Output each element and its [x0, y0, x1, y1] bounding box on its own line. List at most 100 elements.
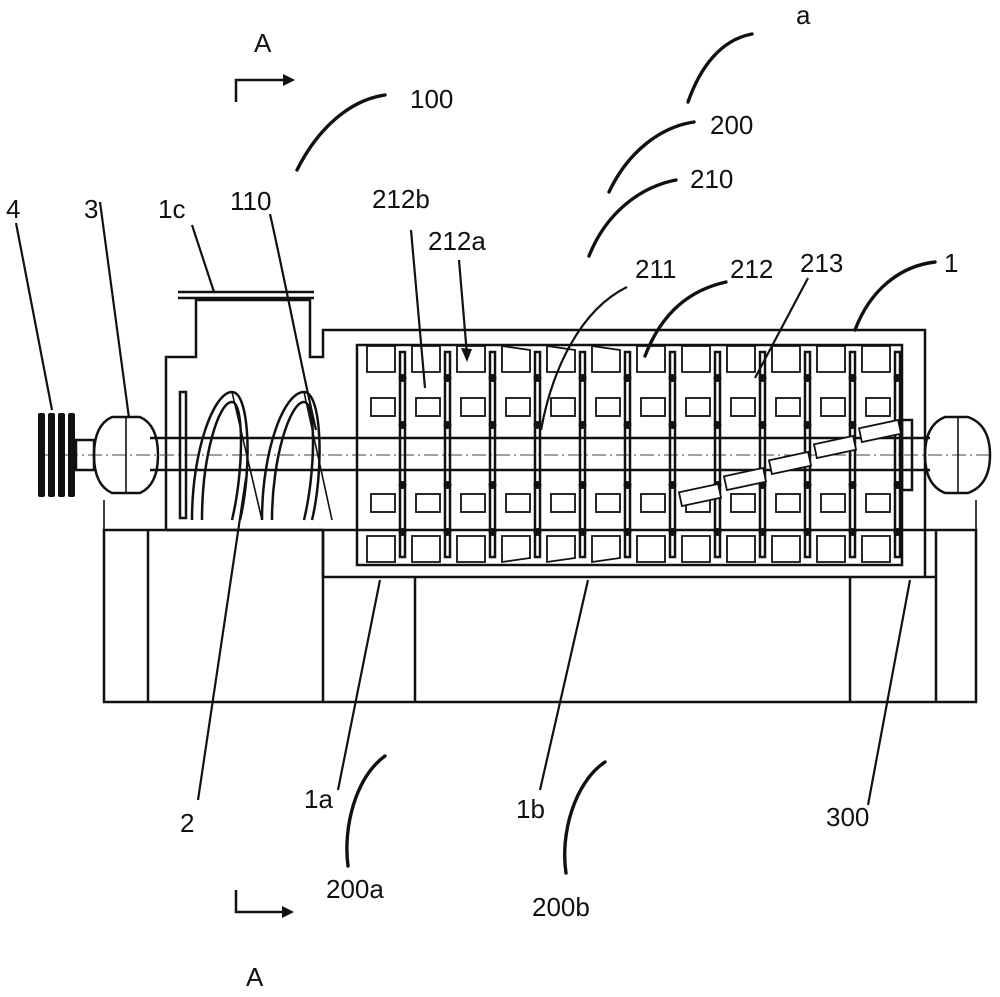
paddle-lower	[457, 536, 485, 562]
bolt	[804, 421, 812, 429]
bolt	[804, 528, 812, 536]
paddle-upper-inner	[731, 398, 755, 416]
paddle-lower	[772, 536, 800, 562]
paddle-upper	[412, 346, 440, 372]
screw-feeder	[180, 392, 332, 520]
disc-plate	[490, 352, 495, 557]
bolt	[714, 528, 722, 536]
section-marker-bottom	[236, 890, 294, 918]
bolt	[624, 528, 632, 536]
paddle-upper	[862, 346, 890, 372]
paddle-upper-inner	[866, 398, 890, 416]
paddle-upper-inner	[776, 398, 800, 416]
label-2: 2	[180, 808, 194, 838]
paddle-upper-inner	[461, 398, 485, 416]
paddle-upper-inner	[821, 398, 845, 416]
label-1: 1	[944, 248, 958, 278]
bolt	[714, 374, 722, 382]
bolt	[489, 374, 497, 382]
paddle-lower-inner	[551, 494, 575, 512]
bolt	[849, 528, 857, 536]
label-1b: 1b	[516, 794, 545, 824]
label-1a: 1a	[304, 784, 333, 814]
bolt	[669, 374, 677, 382]
bolt	[399, 481, 407, 489]
bolt	[399, 421, 407, 429]
bolt	[579, 421, 587, 429]
bolt	[894, 528, 902, 536]
bolt	[444, 421, 452, 429]
paddle-lower	[367, 536, 395, 562]
bolt	[534, 374, 542, 382]
bolt	[579, 481, 587, 489]
paddle-upper	[592, 346, 620, 372]
label-212a: 212a	[428, 226, 486, 256]
bolt	[894, 374, 902, 382]
bolt	[534, 528, 542, 536]
disc-plate	[895, 352, 900, 557]
paddle-lower	[637, 536, 665, 562]
bolt	[489, 528, 497, 536]
paddle-lower-inner	[461, 494, 485, 512]
paddle-upper-inner	[551, 398, 575, 416]
bolt	[849, 374, 857, 382]
paddle-upper	[817, 346, 845, 372]
disc-plate	[535, 352, 540, 557]
paddle-upper	[547, 346, 575, 372]
paddle-lower	[412, 536, 440, 562]
bolt	[489, 421, 497, 429]
bolt	[849, 481, 857, 489]
label-200a: 200a	[326, 874, 384, 904]
paddle-lower	[817, 536, 845, 562]
bolt	[579, 528, 587, 536]
bolt	[624, 421, 632, 429]
paddle-lower-inner	[641, 494, 665, 512]
bolt	[444, 481, 452, 489]
paddle-lower	[862, 536, 890, 562]
bolt	[894, 481, 902, 489]
label-210: 210	[690, 164, 733, 194]
bolt	[849, 421, 857, 429]
paddle-lower	[502, 536, 530, 562]
disc-plate	[580, 352, 585, 557]
label-212: 212	[730, 254, 773, 284]
label-200b: 200b	[532, 892, 590, 922]
bolt	[804, 374, 812, 382]
paddle-lower-inner	[596, 494, 620, 512]
bolt	[669, 421, 677, 429]
bolt	[399, 374, 407, 382]
label-212b: 212b	[372, 184, 430, 214]
label-3: 3	[84, 194, 98, 224]
label-4: 4	[6, 194, 20, 224]
label-300: 300	[826, 802, 869, 832]
paddle-upper	[637, 346, 665, 372]
bolt	[579, 374, 587, 382]
label-110: 110	[230, 186, 271, 216]
bolt	[669, 528, 677, 536]
bolt	[534, 481, 542, 489]
paddle-lower-inner	[731, 494, 755, 512]
paddle-upper	[772, 346, 800, 372]
disc-plate	[850, 352, 855, 557]
paddle-lower-inner	[866, 494, 890, 512]
label-1c: 1c	[158, 194, 185, 224]
bolt	[444, 528, 452, 536]
label-section-top: A	[254, 28, 272, 58]
paddle-upper	[502, 346, 530, 372]
label-213: 213	[800, 248, 843, 278]
paddle-lower	[682, 536, 710, 562]
paddle-upper	[682, 346, 710, 372]
bolt	[759, 528, 767, 536]
paddle-lower	[547, 536, 575, 562]
bolt	[714, 421, 722, 429]
paddle-upper-inner	[686, 398, 710, 416]
bolt	[669, 481, 677, 489]
paddle-lower-inner	[506, 494, 530, 512]
section-marker-top	[236, 74, 295, 102]
bolt	[624, 374, 632, 382]
paddle-upper-inner	[506, 398, 530, 416]
paddle-upper-inner	[371, 398, 395, 416]
paddle-lower-inner	[821, 494, 845, 512]
paddle-upper-inner	[641, 398, 665, 416]
